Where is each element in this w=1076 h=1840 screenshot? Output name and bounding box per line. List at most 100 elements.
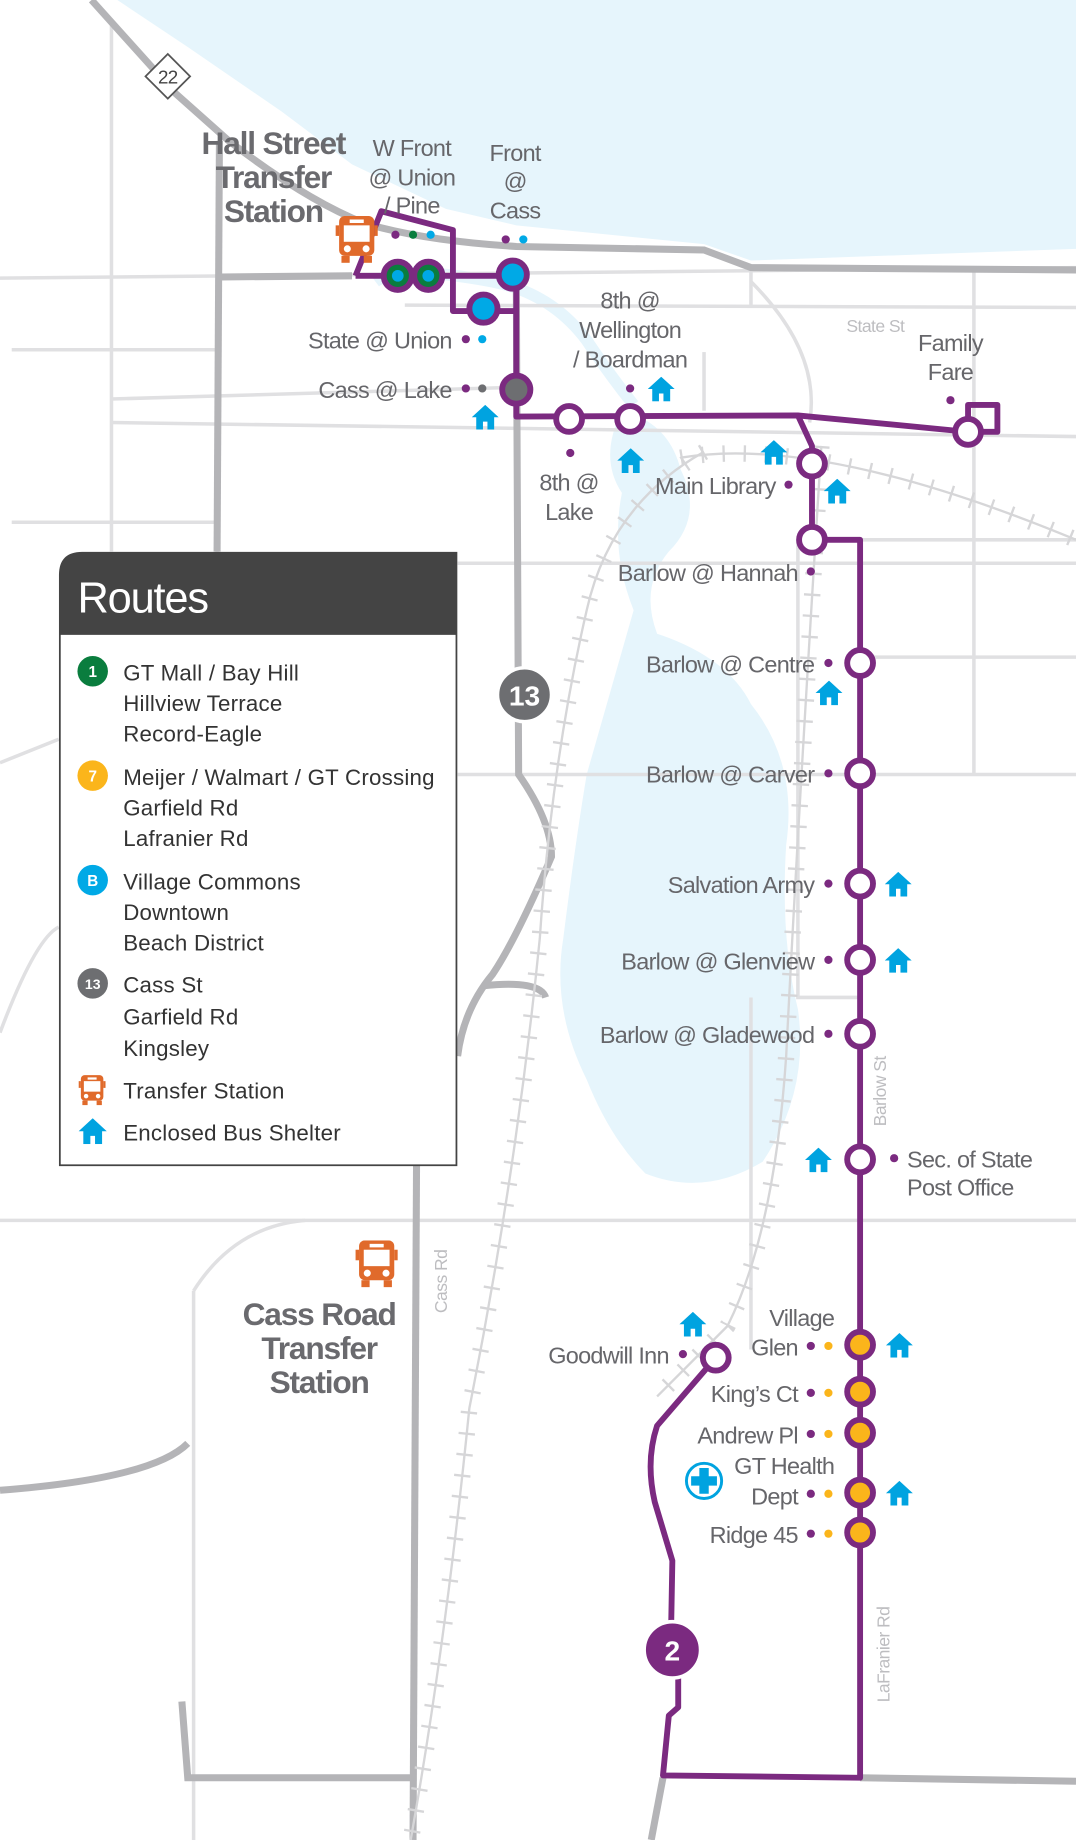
svg-text:Fare: Fare	[928, 359, 973, 385]
stop-cass-lake[interactable]	[499, 372, 534, 407]
legend-item-route-1: 1 GT Mall / Bay Hill Hillview Terrace Re…	[77, 655, 299, 747]
svg-text:Barlow @ Hannah: Barlow @ Hannah	[618, 560, 798, 586]
railroad	[402, 444, 1076, 1840]
svg-text:Cass: Cass	[490, 197, 541, 223]
svg-text:Wellington: Wellington	[579, 317, 681, 343]
svg-text:State @ Union: State @ Union	[308, 328, 452, 354]
shelter-icon	[884, 871, 912, 897]
svg-text:/ Boardman: / Boardman	[573, 346, 687, 372]
legend-item-route-b: B Village Commons Downtown Beach Distric…	[77, 864, 301, 956]
svg-text:Barlow @ Gladewood: Barlow @ Gladewood	[600, 1022, 815, 1048]
svg-text:Barlow @ Centre: Barlow @ Centre	[646, 651, 814, 677]
svg-text:GT Mall / Bay Hill: GT Mall / Bay Hill	[123, 661, 299, 686]
boardman-lake	[560, 410, 801, 1183]
svg-text:Barlow @ Carver: Barlow @ Carver	[646, 762, 815, 788]
legend-item-enclosed-shelter: Enclosed Bus Shelter	[78, 1118, 341, 1146]
street-label-barlow: Barlow St	[870, 1056, 890, 1127]
svg-text:8th @: 8th @	[600, 288, 659, 314]
highway-22-shield: 22	[144, 52, 192, 100]
stop-barlow-hannah[interactable]	[796, 523, 828, 556]
route-13-badge: 13	[495, 665, 554, 724]
svg-text:Lafranier Rd: Lafranier Rd	[123, 826, 248, 851]
stop-family-fare[interactable]	[952, 416, 984, 448]
svg-text:Barlow @ Glenview: Barlow @ Glenview	[621, 948, 815, 974]
stop-8th-wellington[interactable]	[614, 403, 646, 435]
svg-text:Family: Family	[918, 330, 984, 356]
street-label-state: State St	[846, 316, 905, 336]
svg-text:@: @	[504, 168, 527, 194]
svg-text:Transfer Station: Transfer Station	[123, 1078, 284, 1103]
svg-text:Cass St: Cass St	[123, 973, 203, 998]
svg-text:22: 22	[158, 66, 178, 87]
svg-text:W Front: W Front	[373, 135, 453, 161]
svg-text:GT Health: GT Health	[734, 1453, 834, 1479]
svg-text:Front: Front	[490, 140, 542, 166]
svg-text:Goodwill Inn: Goodwill Inn	[548, 1343, 669, 1369]
stop-sec-of-state[interactable]	[844, 1143, 876, 1176]
svg-text:Dept: Dept	[751, 1483, 799, 1509]
svg-text:Village Commons: Village Commons	[123, 869, 301, 894]
legend: Routes 1 GT Mall / Bay Hill Hillview Ter…	[58, 551, 458, 1167]
svg-text:Post Office: Post Office	[907, 1175, 1014, 1201]
svg-text:Garfield Rd: Garfield Rd	[123, 1004, 238, 1029]
svg-text:Cass @ Lake: Cass @ Lake	[318, 377, 451, 403]
svg-text:Station: Station	[270, 1364, 369, 1400]
stop-8th-lake[interactable]	[553, 403, 585, 435]
svg-text:13: 13	[509, 680, 540, 711]
route-indicator-dots	[391, 230, 955, 1538]
bus-transfer-icon	[335, 215, 378, 263]
svg-text:Village: Village	[769, 1305, 834, 1331]
svg-text:Salvation Army: Salvation Army	[668, 872, 816, 898]
svg-text:Lake: Lake	[545, 499, 593, 525]
svg-text:Kingsley: Kingsley	[123, 1036, 210, 1061]
shelter-icon	[815, 680, 843, 706]
svg-text:Hillview Terrace: Hillview Terrace	[123, 691, 282, 716]
stop-village-glen[interactable]	[844, 1328, 876, 1361]
stop-w-front-union[interactable]	[380, 258, 446, 293]
shelter-icon	[679, 1311, 707, 1337]
shelter-icon	[647, 376, 675, 402]
svg-text:Ridge 45: Ridge 45	[710, 1522, 799, 1548]
legend-item-transfer-station: Transfer Station	[78, 1075, 284, 1106]
svg-text:Andrew Pl: Andrew Pl	[697, 1422, 798, 1448]
stop-state-union[interactable]	[466, 291, 501, 326]
stop-main-library[interactable]	[796, 447, 828, 480]
svg-text:Garfield Rd: Garfield Rd	[123, 796, 238, 821]
stop-front-cass[interactable]	[495, 257, 530, 292]
bus-transfer-icon	[355, 1240, 398, 1288]
stop-barlow-carver[interactable]	[844, 757, 876, 790]
stop-gt-health[interactable]	[844, 1476, 876, 1509]
stop-barlow-glenview[interactable]	[844, 944, 876, 976]
svg-text:Beach District: Beach District	[123, 931, 264, 956]
shelter-icon	[885, 1480, 913, 1506]
svg-text:B: B	[87, 873, 98, 890]
svg-text:Enclosed Bus Shelter: Enclosed Bus Shelter	[123, 1121, 341, 1146]
stop-barlow-gladewood[interactable]	[844, 1017, 876, 1050]
street-label-lafranier: LaFranier Rd	[873, 1607, 893, 1703]
svg-text:King’s Ct: King’s Ct	[711, 1381, 799, 1407]
shelter-icon	[884, 948, 912, 973]
svg-text:2: 2	[665, 1635, 681, 1666]
cass-road-transfer-station-label: Cass Road Transfer Station	[243, 1296, 397, 1400]
stop-barlow-centre[interactable]	[844, 647, 876, 679]
svg-text:Sec. of State: Sec. of State	[907, 1147, 1032, 1173]
svg-text:@ Union: @ Union	[369, 164, 456, 190]
stops-route-2	[380, 257, 984, 1549]
stop-salvation-army[interactable]	[844, 867, 876, 900]
stop-kings-ct[interactable]	[844, 1375, 876, 1408]
hall-street-transfer-station-label: Hall Street Transfer Station	[202, 125, 349, 229]
svg-text:Downtown: Downtown	[123, 900, 229, 925]
stop-andrew-pl[interactable]	[844, 1416, 876, 1449]
stop-goodwill-inn[interactable]	[699, 1341, 732, 1374]
svg-text:Cass Road: Cass Road	[243, 1296, 396, 1332]
svg-text:Station: Station	[224, 193, 323, 229]
shelter-icon	[823, 478, 851, 504]
legend-item-route-7: 7 Meijer / Walmart / GT Crossing Garfiel…	[77, 760, 435, 851]
legend-item-route-13: 13 Cass St Garfield Rd Kingsley	[77, 968, 238, 1061]
shelter-icon	[804, 1147, 832, 1173]
svg-text:Transfer: Transfer	[216, 159, 332, 195]
stop-ridge-45[interactable]	[844, 1516, 876, 1549]
shelter-icon	[471, 404, 499, 430]
